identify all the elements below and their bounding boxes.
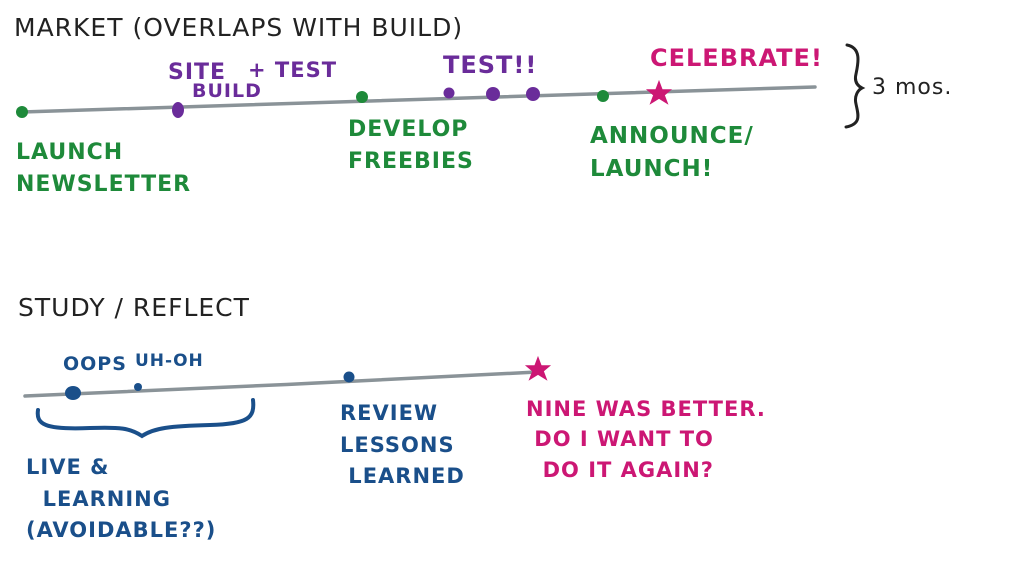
duration-label: 3 mos. (872, 75, 953, 100)
test-label: TEST!! (443, 51, 538, 79)
site-label: SITE (168, 60, 227, 85)
test-small-label: + TEST (248, 58, 338, 82)
celebrate-label: CELEBRATE! (650, 44, 823, 72)
test-dot-3 (526, 87, 540, 101)
live-learning-label: LIVE & LEARNING (AVOIDABLE??) (26, 455, 217, 542)
market-title: MARKET (OVERLAPS WITH BUILD) (14, 13, 464, 42)
review-dot (343, 371, 355, 383)
test-dot-1 (443, 87, 455, 99)
market-timeline (20, 85, 817, 114)
uh-oh-label: UH-OH (135, 351, 204, 371)
develop-freebies-label: DEVELOP FREEBIES (348, 117, 474, 174)
learning-brace (35, 398, 256, 439)
build-label: BUILD (192, 80, 262, 102)
review-lessons-label: REVIEW LESSONS LEARNED (340, 401, 465, 488)
announce-launch-label: ANNOUNCE/ LAUNCH! (590, 123, 754, 183)
oops-dot (65, 386, 81, 400)
end-note-label: NINE WAS BETTER. DO I WANT TO DO IT AGAI… (526, 397, 766, 482)
study-title: STUDY / REFLECT (18, 293, 250, 322)
launch-newsletter-label: LAUNCH NEWSLETTER (16, 140, 192, 197)
test-dot-2 (486, 87, 500, 101)
develop-freebies-dot (356, 91, 368, 103)
celebrate-star-icon (645, 79, 673, 105)
site-build-dot (172, 102, 184, 118)
study-timeline (23, 370, 539, 398)
oops-label: OOPS (63, 353, 127, 375)
launch-newsletter-dot (16, 106, 28, 118)
uh-oh-dot (134, 383, 142, 391)
announce-dot (597, 90, 609, 102)
end-star-icon (524, 355, 552, 381)
duration-brace (844, 43, 866, 129)
